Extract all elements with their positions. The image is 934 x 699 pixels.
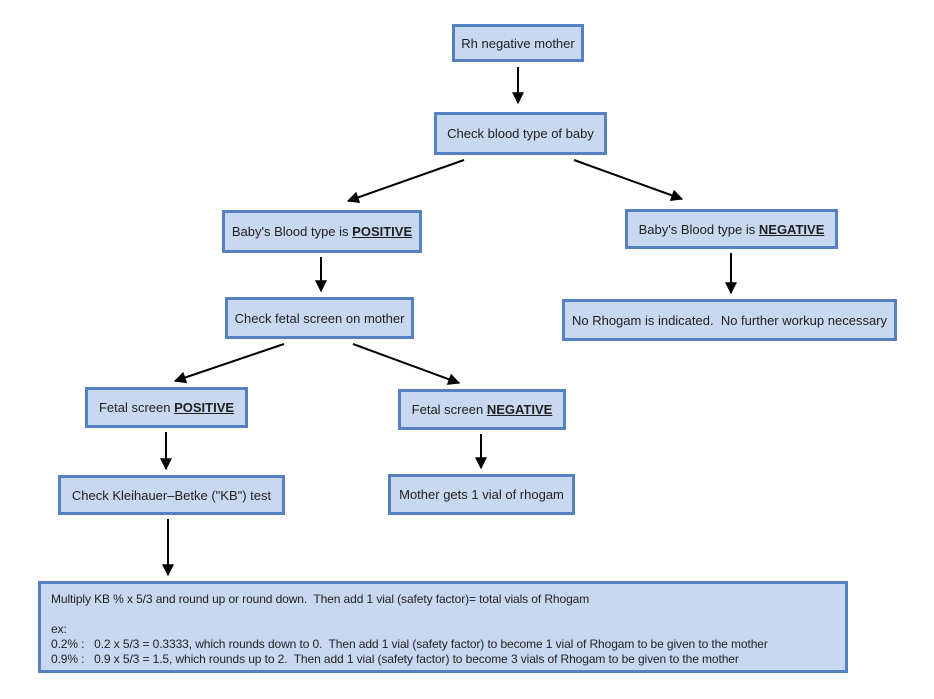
emphasis-negative: NEGATIVE: [486, 402, 553, 417]
emphasis-positive: POSITIVE: [352, 224, 413, 239]
node-rh-negative-mother: Rh negative mother: [452, 24, 584, 62]
node-no-rhogam-indicated: No Rhogam is indicated. No further worku…: [562, 299, 897, 341]
node-baby-blood-positive: Baby's Blood type is POSITIVE: [222, 210, 422, 253]
calc-example-label: ex:: [51, 622, 67, 636]
arrow-fetal-to-fspositive: [173, 343, 285, 384]
node-label: No Rhogam is indicated. No further worku…: [571, 312, 888, 328]
node-label: Fetal screen NEGATIVE: [411, 402, 553, 417]
calc-instruction: Multiply KB % x 5/3 and round up or roun…: [51, 592, 590, 606]
arrow-checkblood-to-negative: [573, 159, 684, 201]
node-check-blood-type: Check blood type of baby: [434, 112, 607, 155]
emphasis-negative: NEGATIVE: [758, 221, 825, 237]
node-baby-blood-negative: Baby's Blood type is NEGATIVE: [625, 209, 838, 249]
calc-example-1: 0.2% : 0.2 x 5/3 = 0.3333, which rounds …: [51, 637, 768, 651]
node-mother-one-vial: Mother gets 1 vial of rhogam: [388, 474, 575, 515]
emphasis-positive: POSITIVE: [174, 400, 235, 415]
node-fetal-screen-negative: Fetal screen NEGATIVE: [398, 389, 566, 430]
arrow-checkblood-to-positive: [346, 159, 465, 204]
node-kleihauer-betke-test: Check Kleihauer–Betke ("KB") test: [58, 475, 285, 515]
node-label: Check fetal screen on mother: [234, 310, 405, 326]
node-label: Check blood type of baby: [447, 126, 594, 141]
node-label: Check Kleihauer–Betke ("KB") test: [71, 487, 272, 503]
node-label: Rh negative mother: [461, 35, 575, 51]
node-label: Fetal screen POSITIVE: [98, 400, 235, 415]
node-kb-calculation: Multiply KB % x 5/3 and round up or roun…: [38, 581, 848, 673]
arrow-fetal-to-fsnegative: [352, 343, 461, 385]
node-label: Baby's Blood type is NEGATIVE: [638, 221, 825, 237]
node-label: Mother gets 1 vial of rhogam: [399, 487, 564, 502]
calc-example-2: 0.9% : 0.9 x 5/3 = 1.5, which rounds up …: [51, 652, 739, 666]
node-check-fetal-screen: Check fetal screen on mother: [225, 297, 414, 339]
node-label: Baby's Blood type is POSITIVE: [231, 224, 413, 239]
node-fetal-screen-positive: Fetal screen POSITIVE: [85, 387, 248, 428]
